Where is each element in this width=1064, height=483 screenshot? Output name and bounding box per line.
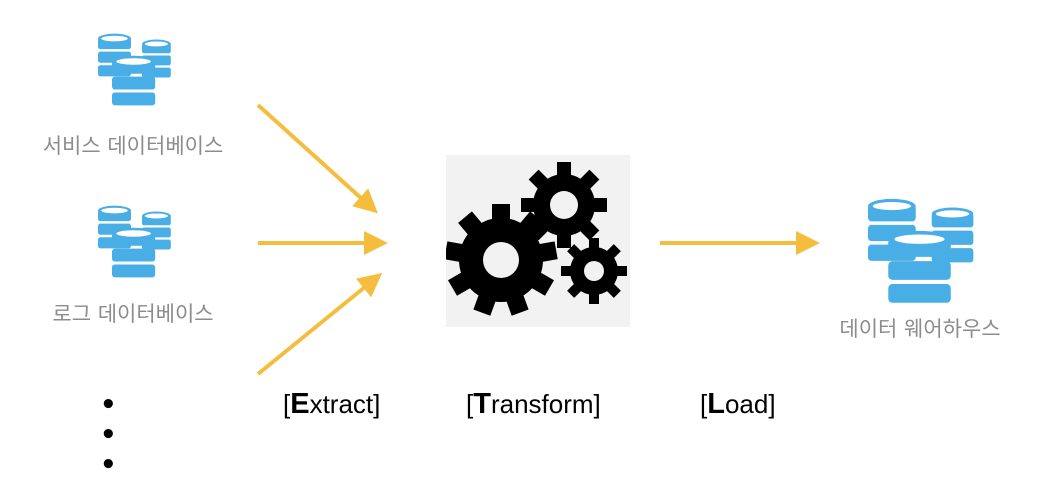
transform-gears-panel bbox=[444, 155, 630, 327]
data-warehouse-label: 데이터 웨어하우스 bbox=[839, 317, 1001, 341]
log-database-label: 로그 데이터베이스 bbox=[52, 302, 214, 326]
transform-step-label: [Transform] bbox=[466, 388, 601, 420]
more-sources-ellipsis: • • • bbox=[100, 390, 127, 480]
gears-icon bbox=[444, 162, 627, 316]
database-icon bbox=[868, 198, 978, 308]
arrow-from-service-db bbox=[256, 103, 378, 214]
extract-step-label: [Extract] bbox=[283, 388, 381, 420]
load-step-label: [Load] bbox=[700, 388, 776, 420]
arrow-from-more-sources bbox=[256, 272, 383, 376]
service-database-label: 서비스 데이터베이스 bbox=[42, 134, 224, 158]
